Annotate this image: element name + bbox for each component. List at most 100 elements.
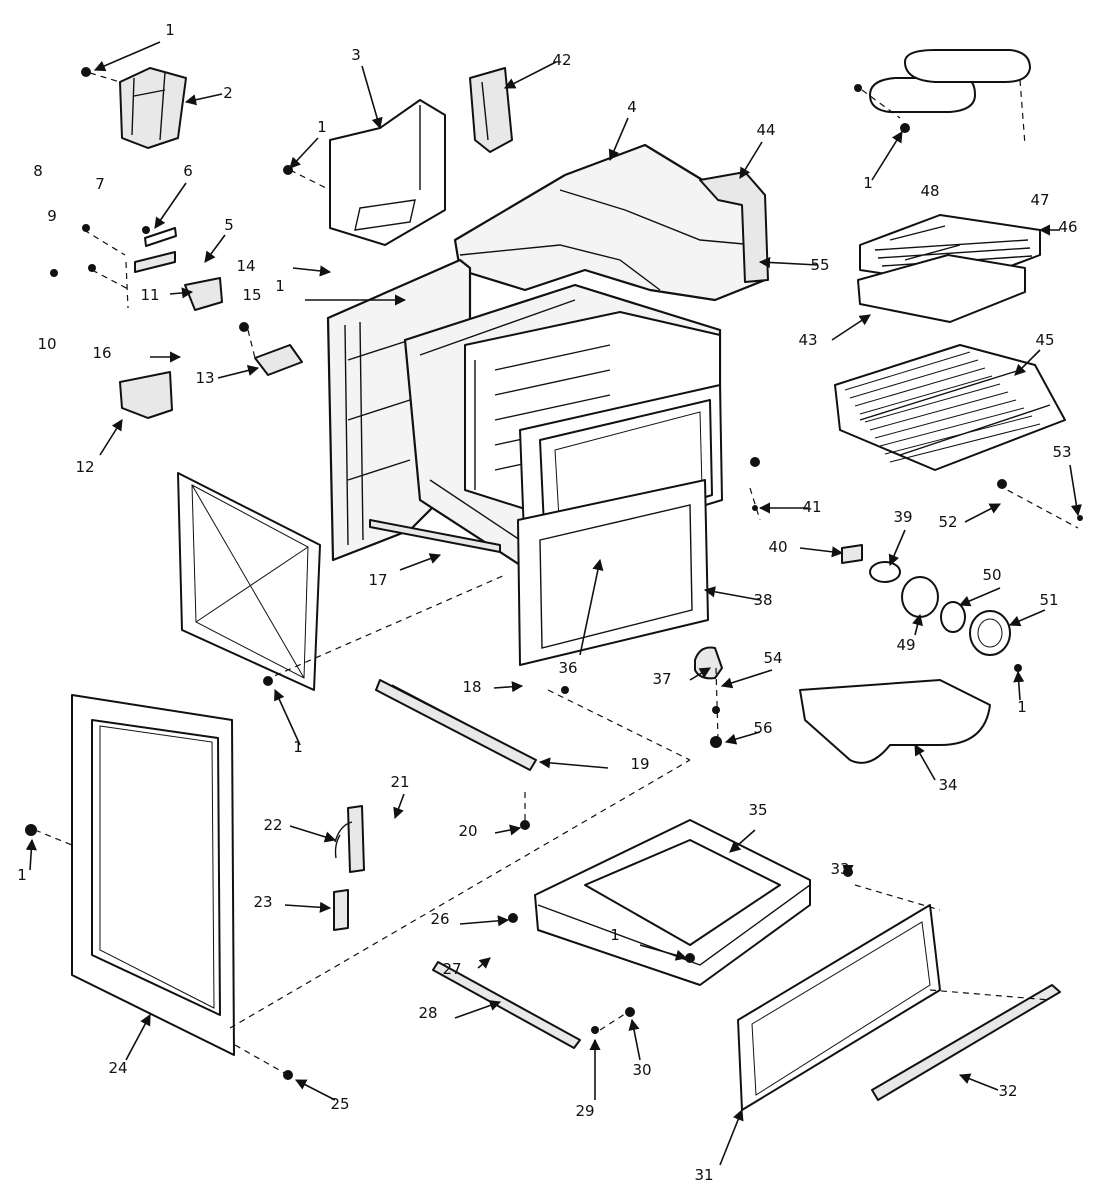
leader-line — [217, 365, 260, 379]
callout-number-5: 5 — [224, 216, 234, 234]
callout-number-31: 31 — [694, 1166, 713, 1184]
leader-line — [25, 838, 37, 871]
part-42-cover — [469, 67, 513, 153]
leader-line — [912, 613, 923, 636]
part-45-oven-rack — [834, 344, 1066, 471]
callout-number-1: 1 — [610, 926, 620, 944]
leader-line — [361, 65, 383, 130]
callout-number-25: 25 — [330, 1095, 349, 1113]
callout-number-1: 1 — [317, 118, 327, 136]
leader-line — [703, 586, 761, 601]
callout-number-19: 19 — [630, 755, 649, 773]
leader-line — [399, 553, 442, 571]
callout-number-50: 50 — [982, 566, 1001, 584]
callout-number-12: 12 — [75, 458, 94, 476]
part-17-bottom-bar — [369, 519, 501, 553]
callout-number-55: 55 — [810, 256, 829, 274]
assembly-guide-lines — [34, 72, 1079, 1076]
leader-line — [289, 825, 337, 843]
callout-number-33: 33 — [830, 860, 849, 878]
part-2-bracket — [119, 67, 187, 149]
leader-line — [914, 744, 936, 781]
leader-line — [284, 901, 332, 913]
callout-number-30: 30 — [632, 1061, 651, 1079]
callout-number-53: 53 — [1052, 443, 1071, 461]
callout-number-20: 20 — [458, 822, 477, 840]
leader-line — [719, 1108, 744, 1166]
leader-line — [958, 587, 1001, 607]
leader-line — [504, 61, 557, 89]
leader-line — [1014, 349, 1041, 376]
leader-line — [184, 93, 223, 106]
callout-number-52: 52 — [938, 513, 957, 531]
callout-number-51: 51 — [1039, 591, 1058, 609]
leader-line — [628, 1018, 641, 1061]
leader-line — [1008, 609, 1046, 627]
leader-line — [608, 117, 629, 162]
callout-number-7: 7 — [95, 175, 105, 193]
callout-number-1: 1 — [293, 738, 303, 756]
part-19-rail — [375, 679, 537, 771]
leader-line — [289, 137, 319, 169]
callout-number-17: 17 — [368, 571, 387, 589]
callout-number-41: 41 — [802, 498, 821, 516]
callout-number-35: 35 — [748, 801, 767, 819]
leader-line — [799, 546, 844, 558]
callout-number-4: 4 — [627, 98, 637, 116]
leader-line — [154, 182, 187, 229]
part-3-panel — [329, 99, 446, 246]
callout-number-24: 24 — [108, 1059, 127, 1077]
leader-line — [292, 265, 332, 277]
callout-number-6: 6 — [183, 162, 193, 180]
callout-labels: 1111111123456789101112131415161718192021… — [17, 21, 1077, 1184]
leader-line — [538, 757, 609, 769]
leader-line — [459, 915, 510, 927]
leader-line — [125, 1014, 151, 1061]
callout-number-44: 44 — [756, 121, 775, 139]
part-34-bottom-plate — [799, 679, 991, 764]
callout-number-32: 32 — [998, 1082, 1017, 1100]
leader-line — [1069, 464, 1082, 517]
part-24-door-panel — [71, 694, 235, 1056]
part-13-bracket — [254, 344, 303, 376]
callout-number-49: 49 — [896, 636, 915, 654]
callout-number-11: 11 — [140, 286, 159, 304]
leader-line — [871, 131, 903, 181]
callout-number-2: 2 — [223, 84, 233, 102]
callout-number-13: 13 — [195, 369, 214, 387]
leader-line — [831, 314, 871, 341]
callout-number-8: 8 — [33, 162, 43, 180]
callout-number-23: 23 — [253, 893, 272, 911]
callout-number-48: 48 — [920, 182, 939, 200]
callout-number-1: 1 — [1017, 698, 1027, 716]
part-32-front-rail — [871, 984, 1061, 1101]
callout-number-28: 28 — [418, 1004, 437, 1022]
callout-number-45: 45 — [1035, 331, 1054, 349]
callout-number-16: 16 — [92, 344, 111, 362]
callout-number-1: 1 — [165, 21, 175, 39]
callout-number-18: 18 — [462, 678, 481, 696]
callout-number-34: 34 — [938, 776, 957, 794]
leader-line — [758, 256, 819, 269]
part-12-clip — [119, 371, 173, 419]
callout-number-38: 38 — [753, 591, 772, 609]
callout-number-14: 14 — [236, 257, 255, 275]
leader-line — [739, 141, 763, 179]
leader-line — [274, 688, 301, 746]
part-35-drawer — [534, 819, 811, 986]
callout-number-46: 46 — [1058, 218, 1077, 236]
callout-number-42: 42 — [552, 51, 571, 69]
callout-number-43: 43 — [798, 331, 817, 349]
leader-line — [454, 1000, 502, 1019]
callout-number-3: 3 — [351, 46, 361, 64]
leader-line — [169, 287, 194, 299]
part-39-lamp-parts — [841, 544, 1011, 656]
callout-number-10: 10 — [37, 335, 56, 353]
leader-line — [888, 529, 906, 567]
callout-number-1: 1 — [863, 174, 873, 192]
part-22-hinge — [333, 805, 365, 931]
leader-line — [99, 419, 123, 456]
part-16-side-panel — [177, 472, 321, 691]
